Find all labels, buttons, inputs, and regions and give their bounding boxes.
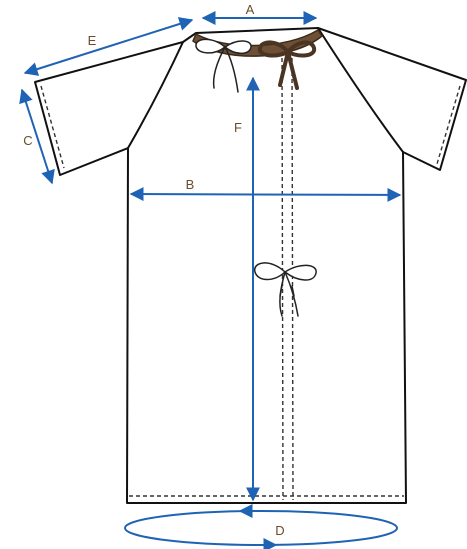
dimension-lines (19, 11, 402, 549)
label-c: C (23, 133, 32, 148)
label-f: F (234, 120, 242, 135)
dimension-ellipse-d (124, 510, 398, 546)
neck-tie-bow (195, 38, 252, 93)
left-sleeve-hem-stitch (40, 85, 65, 169)
placket-left-stitch (281, 57, 284, 501)
label-e: E (88, 33, 97, 48)
waist-tie-bow (254, 262, 317, 317)
stitching (40, 57, 461, 501)
dimension-labels: A B C D E F (23, 2, 284, 538)
left-armhole-seam (127, 41, 184, 149)
placket-right-stitch (291, 57, 294, 501)
dimension-line-e (23, 17, 194, 76)
right-sleeve-hem-stitch (436, 85, 461, 165)
collar (192, 28, 324, 90)
gown-body-outline (34, 27, 467, 504)
right-armhole-seam (317, 27, 404, 153)
collar-bow (257, 40, 317, 90)
label-d: D (275, 523, 284, 538)
label-b: B (186, 177, 195, 192)
dimension-line-c (19, 88, 55, 185)
dimension-line-b (129, 187, 402, 202)
gown-outline (34, 27, 467, 504)
label-a: A (246, 2, 255, 17)
